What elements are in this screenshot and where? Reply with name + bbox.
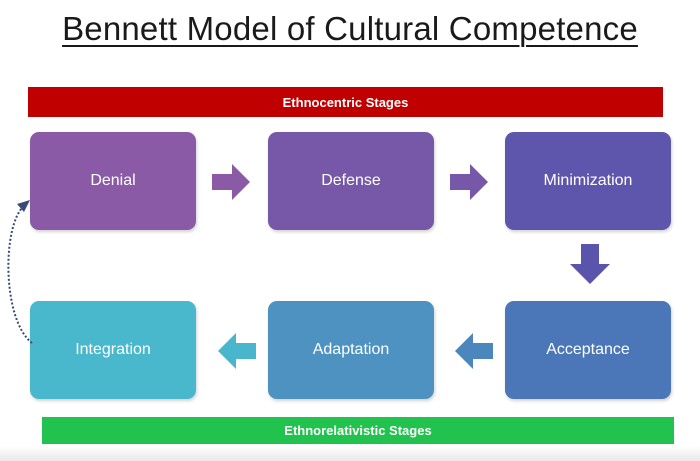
left-arrow-icon [218, 333, 256, 369]
stage-defense: Defense [268, 132, 434, 230]
diagram-title-text: Bennett Model of Cultural Competence [62, 10, 638, 47]
stage-acceptance: Acceptance [505, 301, 671, 399]
diagram-title: Bennett Model of Cultural Competence [0, 10, 700, 48]
right-arrow-icon [450, 164, 488, 200]
stage-adaptation: Adaptation [268, 301, 434, 399]
ethnorelativistic-stages-banner: Ethnorelativistic Stages [42, 417, 674, 444]
bottom-edge-shading [0, 446, 700, 461]
ethnocentric-stages-banner: Ethnocentric Stages [28, 87, 663, 117]
stage-integration: Integration [30, 301, 196, 399]
down-arrow-icon [570, 244, 610, 284]
left-arrow-icon [455, 333, 493, 369]
right-arrow-icon [212, 164, 250, 200]
stage-minimization: Minimization [505, 132, 671, 230]
stage-denial: Denial [30, 132, 196, 230]
